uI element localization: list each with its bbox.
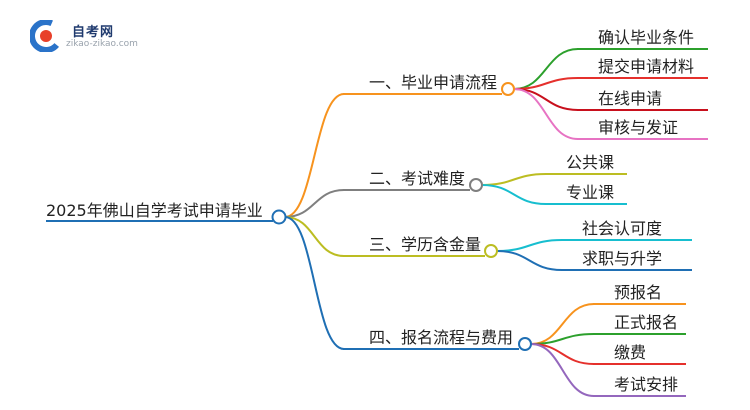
leaf-link: [513, 88, 579, 111]
branch-label: 三、学历含金量: [369, 235, 481, 254]
leaf-link: [496, 239, 563, 252]
leaf-label: 审核与发证: [598, 118, 678, 137]
branch-label: 四、报名流程与费用: [369, 328, 513, 347]
root-node-circle[interactable]: [271, 209, 287, 225]
leaf-link: [513, 48, 579, 90]
leaf-link: [481, 173, 547, 186]
root-node-label: 2025年佛山自学考试申请毕业: [46, 201, 263, 220]
branch-link: [284, 93, 345, 218]
leaf-label: 社会认可度: [582, 219, 662, 238]
leaf-label: 专业课: [566, 183, 614, 202]
leaf-label: 缴费: [614, 343, 646, 362]
leaf-label: 正式报名: [614, 313, 678, 332]
leaf-label: 确认毕业条件: [598, 28, 694, 47]
leaf-link: [530, 343, 595, 397]
branch-label: 二、考试难度: [369, 169, 465, 188]
branch-node-circle[interactable]: [518, 337, 532, 351]
branch-link: [284, 189, 345, 218]
leaf-label: 预报名: [614, 283, 662, 302]
branch-node-circle[interactable]: [469, 178, 483, 192]
mind-map-links: [46, 48, 708, 397]
logo-url: zikao-zikao.com: [66, 39, 138, 49]
branch-link: [284, 216, 345, 350]
leaf-link: [513, 88, 579, 140]
leaf-link: [530, 343, 595, 365]
leaf-label: 公共课: [566, 153, 614, 172]
leaf-label: 考试安排: [614, 375, 678, 394]
logo-c-icon: [29, 19, 63, 53]
leaf-label: 提交申请材料: [598, 57, 694, 76]
branch-label: 一、毕业申请流程: [369, 73, 497, 92]
leaf-link: [481, 184, 547, 205]
leaf-label: 在线申请: [598, 89, 662, 108]
leaf-label: 求职与升学: [582, 249, 662, 268]
site-logo[interactable]: 自考网 zikao-zikao.com: [29, 18, 160, 54]
mind-map-nodes: 2025年佛山自学考试申请毕业 一、毕业申请流程 确认毕业条件提交申请材料在线申请审…: [46, 28, 694, 394]
leaf-link: [496, 250, 563, 271]
branch-node-circle[interactable]: [501, 82, 515, 96]
branch-node-circle[interactable]: [484, 244, 498, 258]
logo-name: 自考网: [72, 25, 115, 40]
branch-link: [284, 216, 345, 257]
